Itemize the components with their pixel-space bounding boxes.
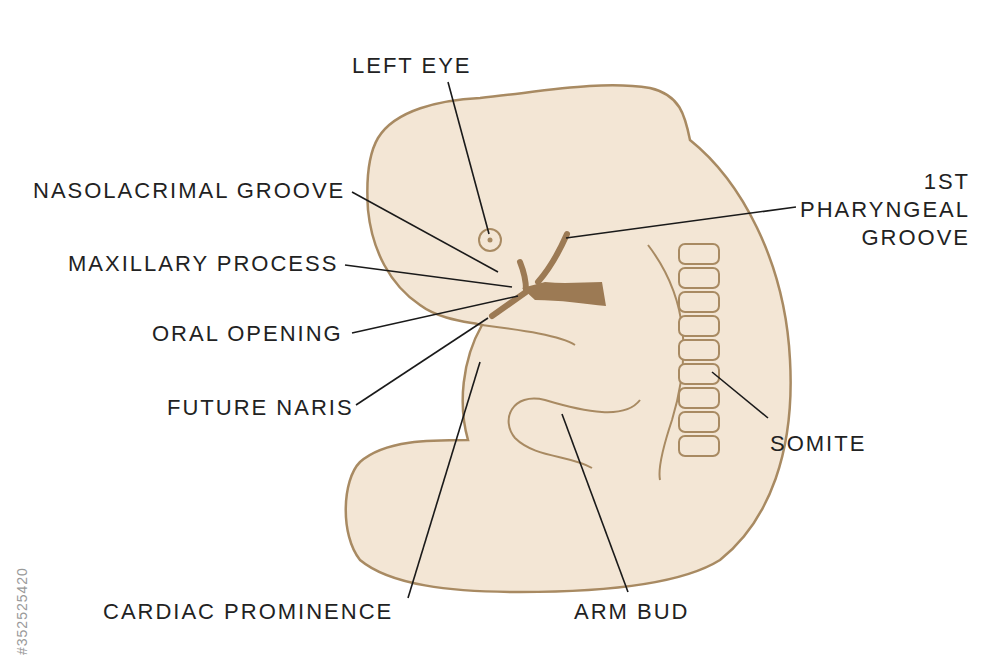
structure-label: CARDIAC PROMINENCE [103,598,393,626]
structure-label: ARM BUD [574,598,689,626]
structure-label: MAXILLARY PROCESS [68,250,338,278]
leader-line [352,296,518,333]
groove-line [520,262,526,290]
leader-line [408,362,480,598]
leader-line [345,265,512,287]
eye-ring [479,229,501,251]
arm-bud-outline [509,399,640,468]
structure-label: 1ST PHARYNGEAL GROOVE [770,168,970,252]
somite-block [679,436,719,456]
watermark-text: #352525420 [8,567,36,655]
eye-lens [488,238,493,243]
leader-line [712,372,768,418]
leader-line [352,192,498,272]
somite-block [679,268,719,288]
somite-block [679,316,719,336]
somites [679,244,719,456]
structure-label: NASOLACRIMAL GROOVE [33,177,345,205]
leader-line [566,207,796,238]
pharyngeal-grooves [492,234,567,316]
somite-block [679,388,719,408]
leader-line [562,414,628,592]
groove-line [538,234,567,282]
structure-label: FUTURE NARIS [167,394,354,422]
leader-lines [345,82,796,598]
leader-line [448,82,489,234]
structure-label: SOMITE [770,430,866,458]
groove-line [492,292,526,316]
stomodeum-shape [522,282,606,306]
leader-line [356,318,488,405]
embryo-outline [346,85,791,592]
somite-block [679,292,719,312]
somite-block [679,412,719,432]
structure-label: ORAL OPENING [152,320,343,348]
somite-block [679,340,719,360]
cardiac-contour [482,325,575,345]
somite-block [679,364,719,384]
structure-label: LEFT EYE [352,52,472,80]
somite-block [679,244,719,264]
